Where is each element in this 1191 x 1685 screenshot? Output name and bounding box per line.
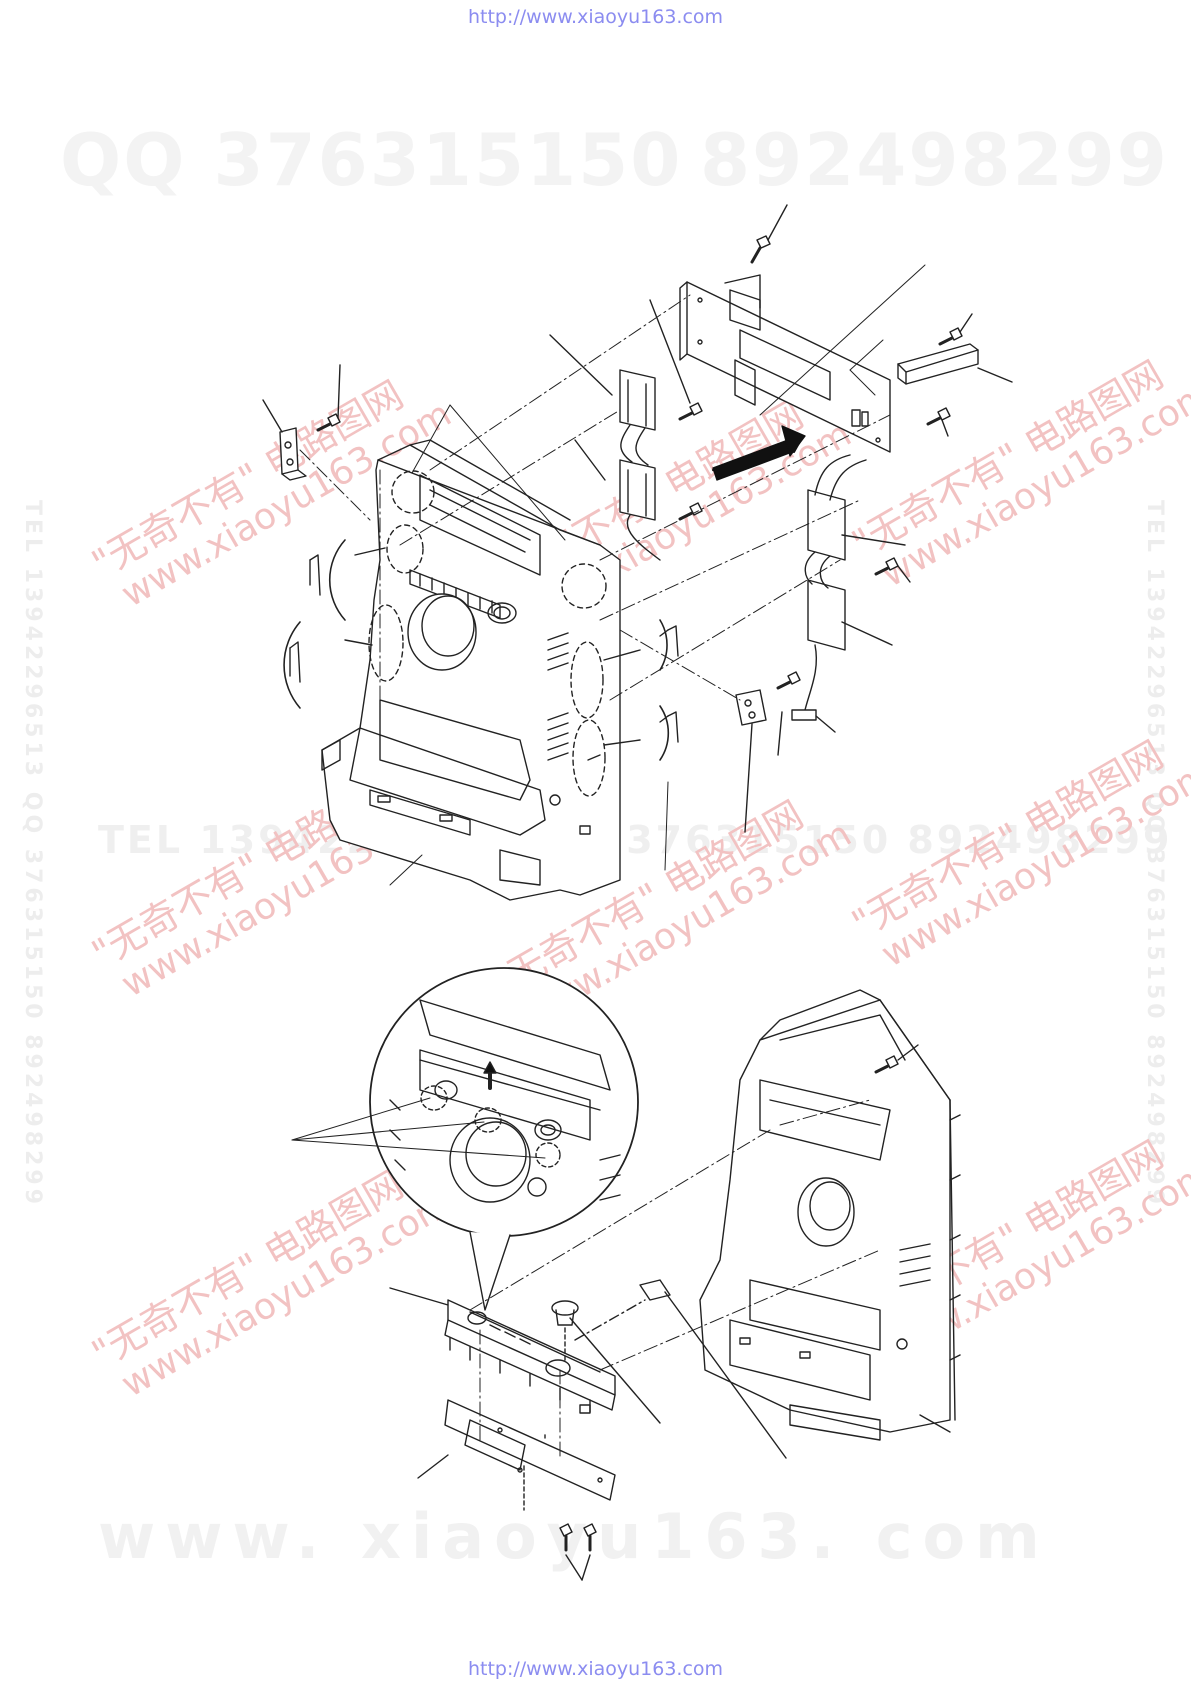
catch-detail-right-bottom [603,705,679,761]
footer-url[interactable]: http://www.xiaoyu163.com [467,1658,724,1680]
bracket-left [262,364,341,481]
catch-detail-left-bottom [283,621,373,709]
catch-detail-left-top [309,539,386,621]
rear-panel-board [679,274,891,453]
button-panel [389,1287,616,1414]
flat-cable-left [549,299,703,561]
catch-detail-right-top [603,619,679,671]
catch-callouts [368,470,607,797]
leader-lines-catches [291,1097,546,1159]
front-cabinet [321,439,621,901]
detail-magnifier [369,967,639,1311]
upper-assembly [262,204,1013,901]
header-url[interactable]: http://www.xiaoyu163.com [467,6,724,28]
alignment-lines [299,294,891,721]
knob-button [551,1300,661,1424]
screw-right-mid [926,407,951,437]
lower-board [417,1399,616,1511]
bottom-screws [559,1523,597,1581]
flat-cable-right [791,454,911,733]
cabinet-rear-view [699,989,961,1441]
tel-watermark: TEL 13942296513 QQ 376315150 892498299 [98,818,1173,862]
screw-top-rear [750,204,788,264]
lower-assembly [291,967,961,1581]
side-watermark-left: TEL 13942296513 QQ 376315150 892498299 [20,500,45,1209]
side-watermark-right: TEL 13942296513 QQ 376315150 892498299 [1142,500,1167,1209]
qq-watermark: QQ 376315150 892498299 [60,118,1167,208]
qq-watermark-number: 892498299 [700,118,1169,202]
arrow-head [781,425,806,457]
arrow-shaft [712,439,793,481]
qq-watermark-label: QQ 376315150 [60,118,683,202]
sheet-part [574,1279,787,1459]
site-watermark: www. xiaoyu163. com [98,1500,1050,1573]
leader-lines-upper [389,264,926,886]
bracket-right [897,313,1013,385]
alignment-lines-lower [469,1099,881,1461]
bracket-lower-middle [735,671,801,833]
